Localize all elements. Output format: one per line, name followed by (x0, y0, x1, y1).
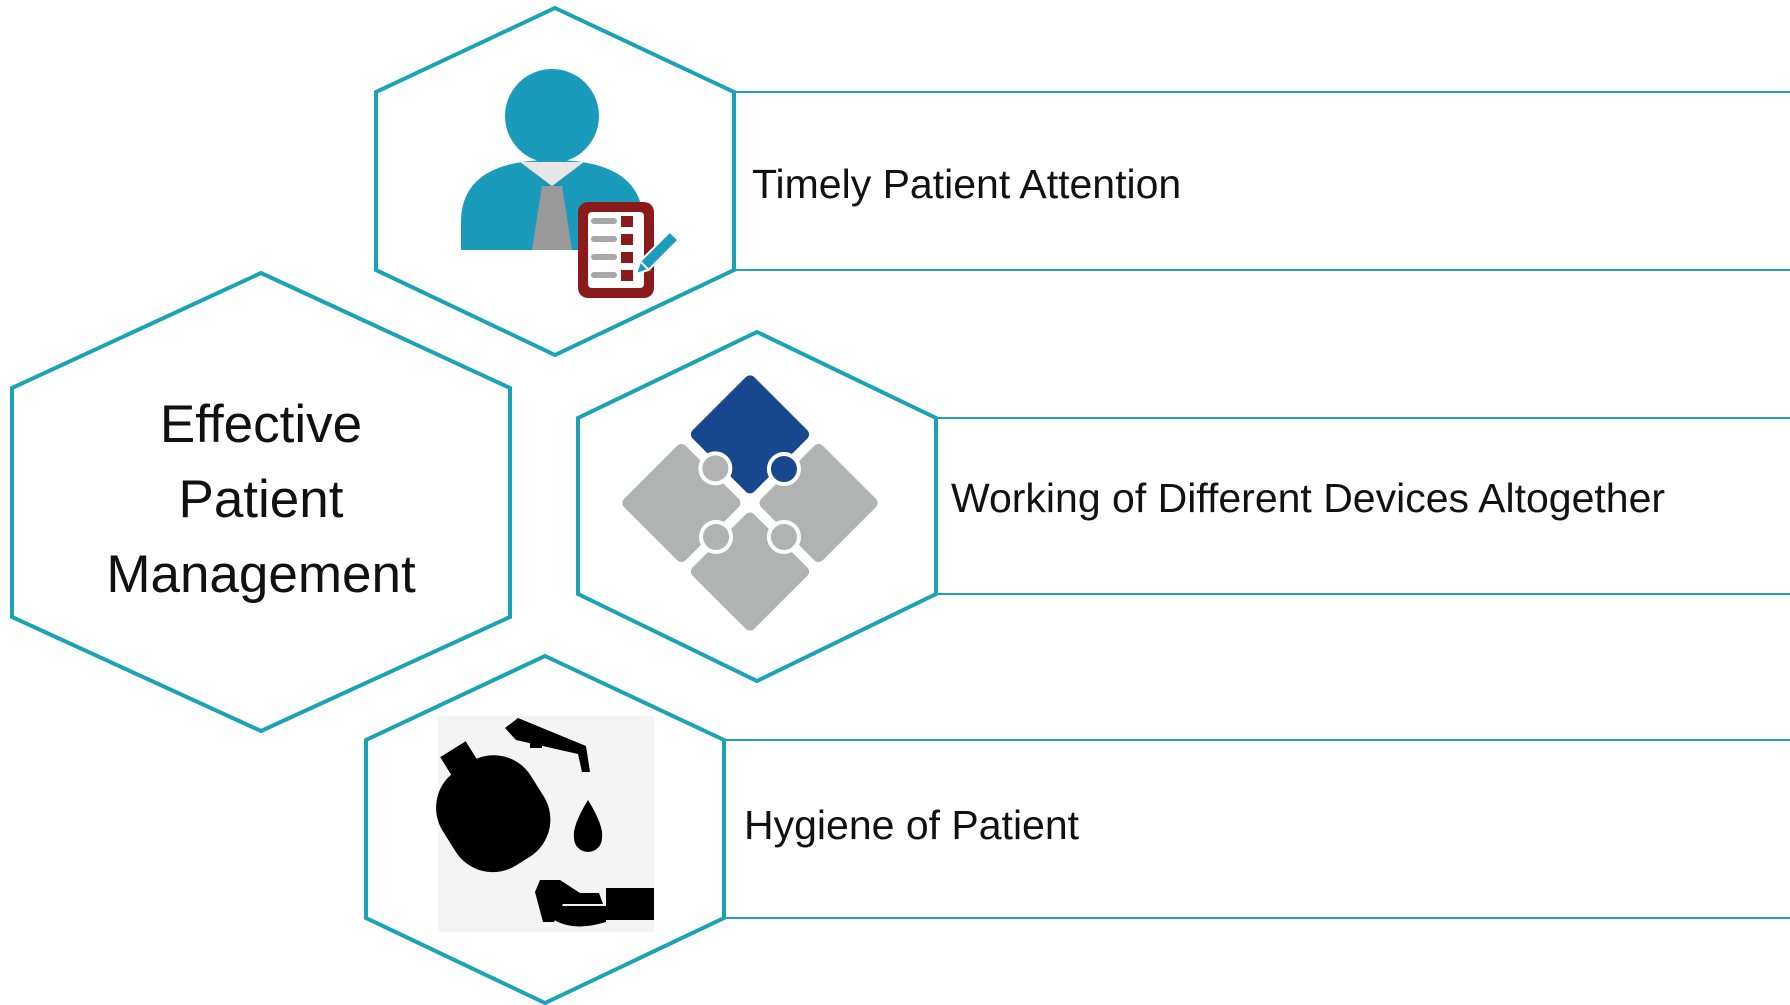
item-hexagon-2 (576, 329, 938, 684)
center-title-line-3: Management (106, 545, 416, 604)
patient-checklist-icon (461, 69, 680, 298)
item-label-2: Working of Different Devices Altogether (951, 475, 1665, 521)
center-title-line-2: Patient (178, 470, 343, 529)
item-band-2 (936, 417, 1790, 595)
item-hexagon-3 (364, 653, 726, 1005)
item-label-1: Timely Patient Attention (752, 161, 1181, 207)
hand-sanitizer-icon (436, 716, 654, 932)
item-hexagon-1 (374, 5, 736, 358)
center-hexagon: Effective Patient Management (10, 270, 512, 734)
item-label-3: Hygiene of Patient (744, 802, 1080, 848)
center-title-line-1: Effective (160, 395, 362, 454)
puzzle-icon (622, 375, 878, 631)
item-band-3 (724, 739, 1790, 919)
item-band-1 (734, 91, 1790, 271)
